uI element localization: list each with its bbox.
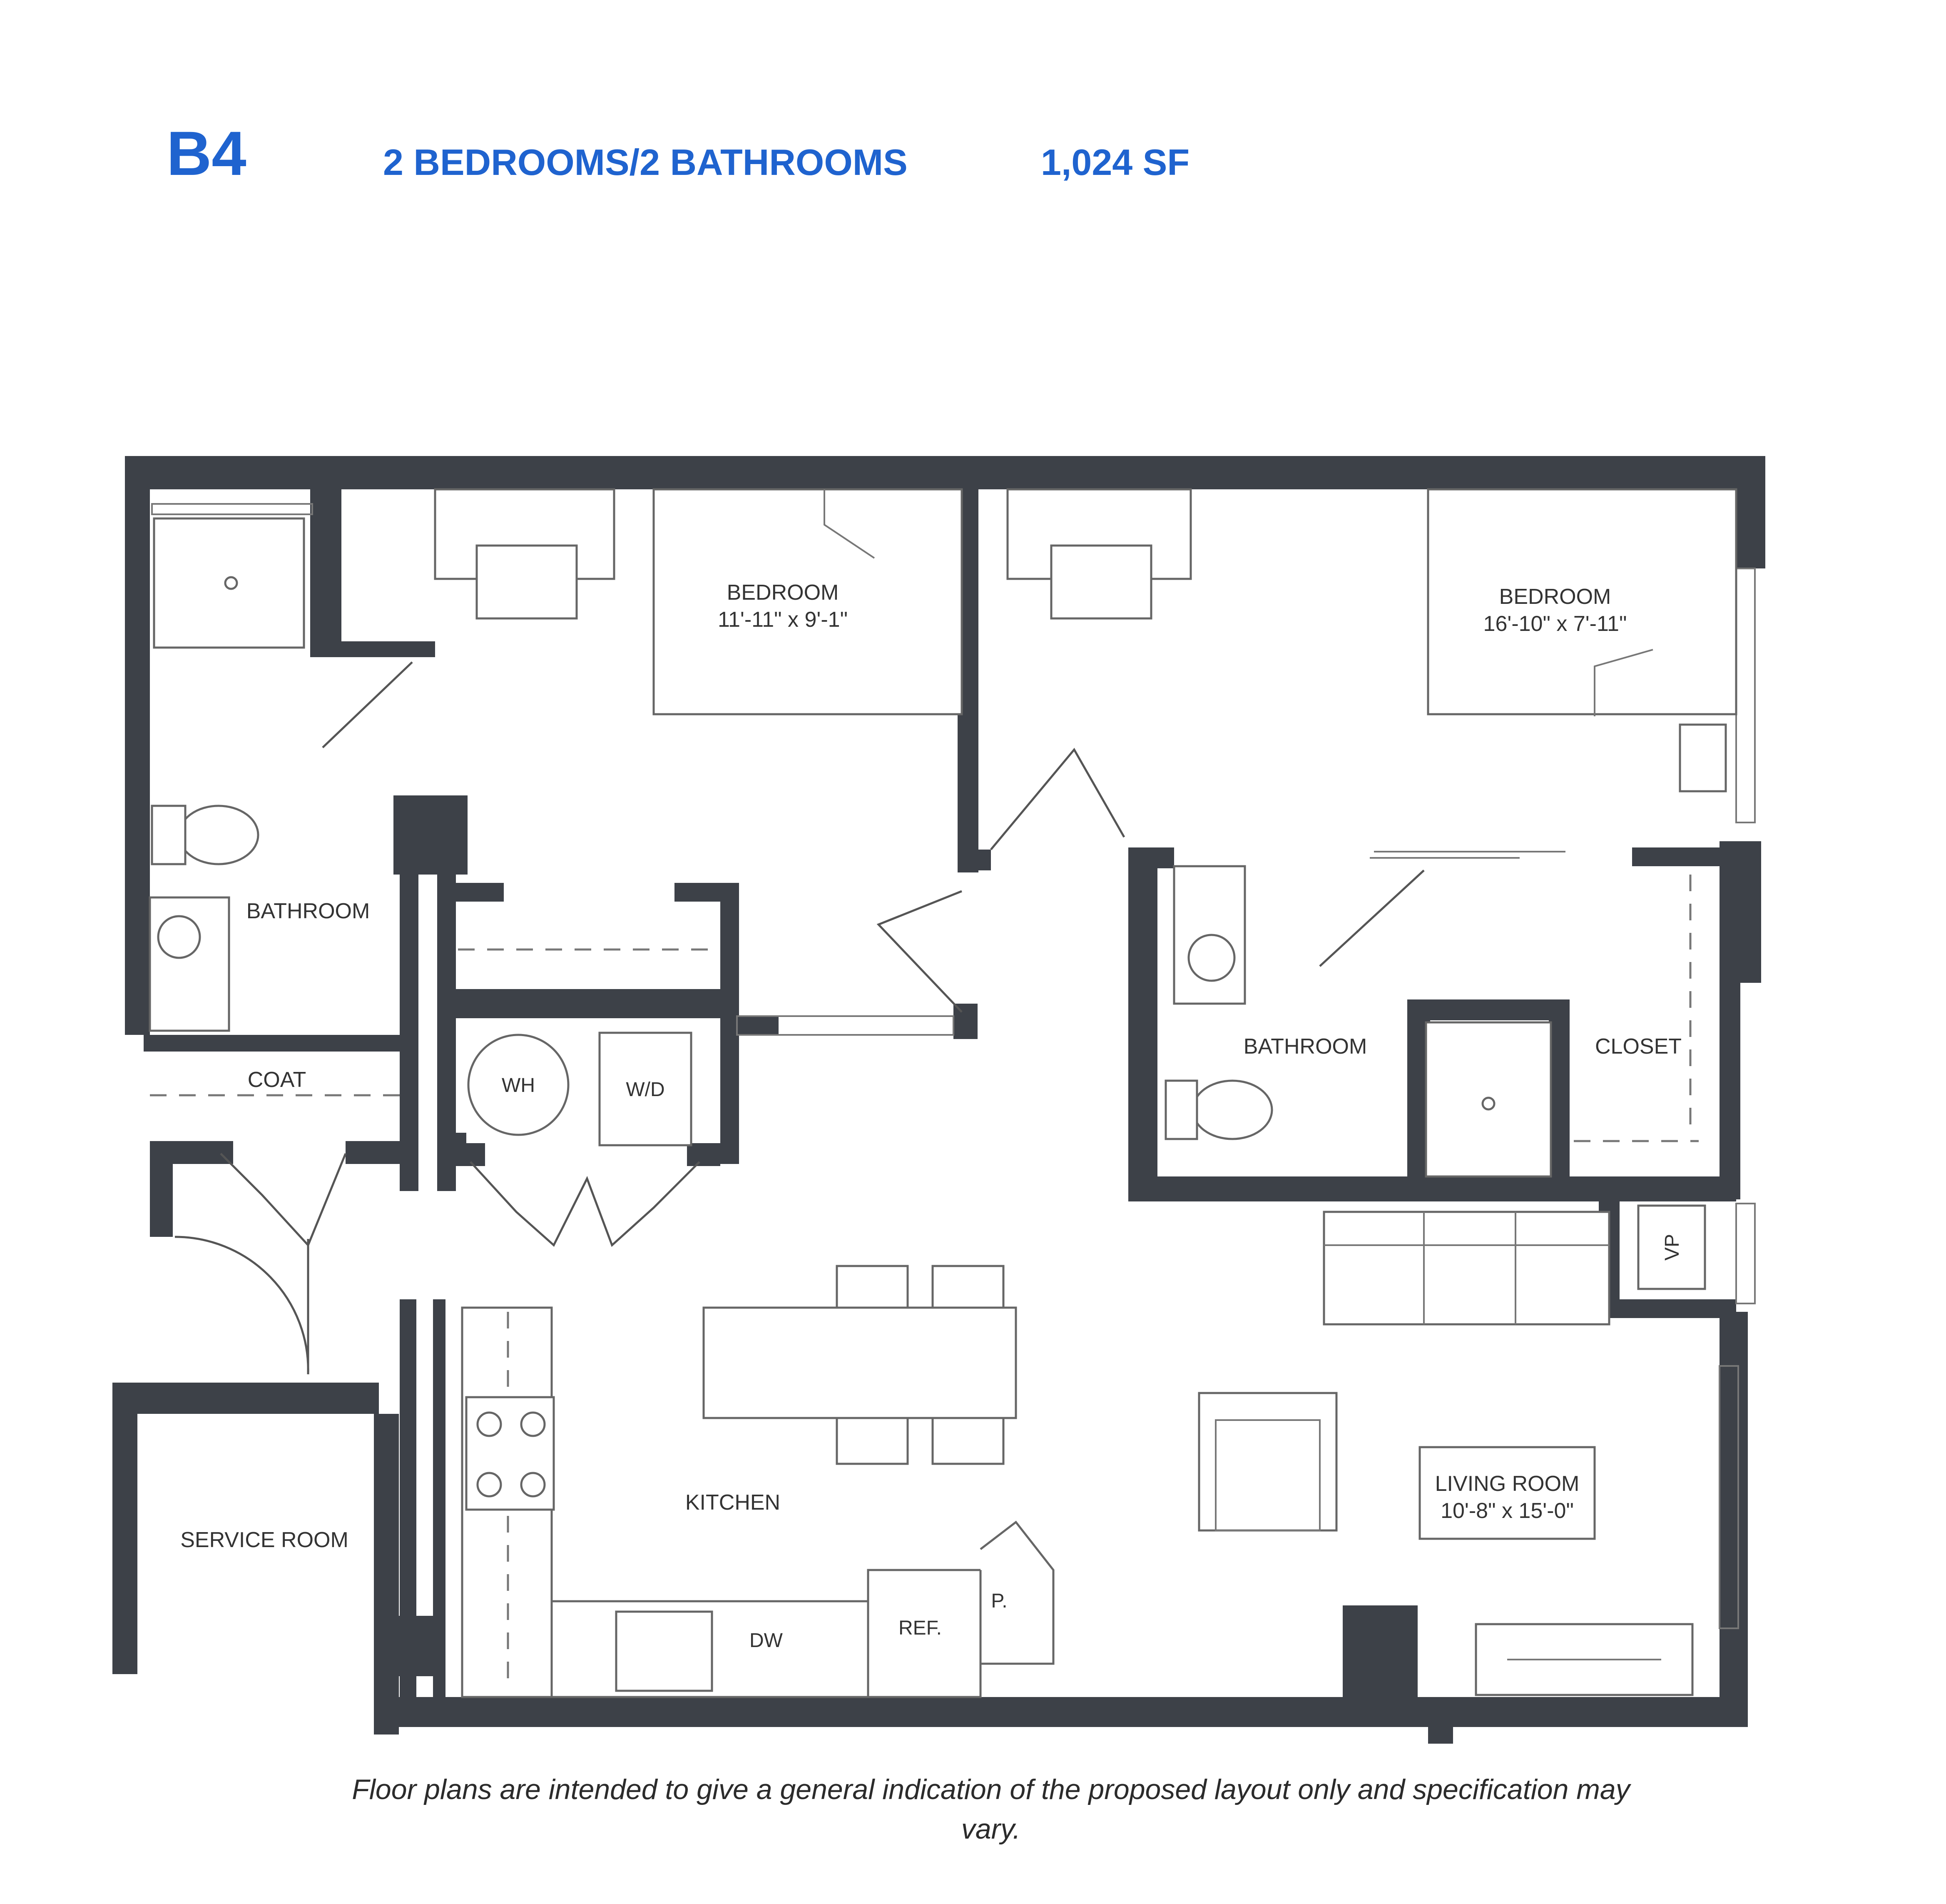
bedroom-2-name: BEDROOM [1499, 585, 1611, 609]
disclaimer-line-2: vary. [961, 1813, 1020, 1845]
dishwasher-label: DW [749, 1630, 783, 1652]
room-labels: BEDROOM 11'-11" x 9'-1" BEDROOM 16'-10" … [180, 581, 1682, 1552]
interior-walls [144, 489, 1740, 1701]
bathroom-2-name: BATHROOM [1244, 1034, 1367, 1059]
exterior-walls [112, 456, 1765, 1744]
fixture-labels: WH W/D DW REF. P. VP [502, 1074, 1683, 1652]
bedroom-1-name: BEDROOM [727, 581, 839, 605]
closet-name: CLOSET [1595, 1034, 1682, 1059]
furniture [149, 488, 1737, 1698]
coat-name: COAT [248, 1068, 306, 1092]
bathroom-1-name: BATHROOM [246, 899, 370, 923]
refrigerator-label: REF. [898, 1617, 942, 1639]
service-room-name: SERVICE ROOM [180, 1528, 348, 1552]
vp-label: VP [1661, 1234, 1683, 1261]
washer-dryer-label: W/D [626, 1079, 664, 1101]
unit-type: 2 BEDROOMS/2 BATHROOMS [383, 142, 908, 183]
bedroom-1-dims: 11'-11" x 9'-1" [718, 608, 848, 632]
kitchen-name: KITCHEN [685, 1490, 780, 1515]
disclaimer-line-1: Floor plans are intended to give a gener… [352, 1774, 1631, 1805]
bedroom-2-dims: 16'-10" x 7'-11" [1483, 612, 1627, 636]
living-room-name: LIVING ROOM [1435, 1472, 1580, 1496]
unit-area: 1,024 SF [1041, 142, 1189, 183]
unit-code: B4 [167, 118, 246, 188]
living-room-dims: 10'-8" x 15'-0" [1441, 1499, 1574, 1523]
doors [174, 661, 1565, 1375]
pantry-label: P. [991, 1590, 1007, 1612]
water-heater-label: WH [502, 1074, 535, 1097]
